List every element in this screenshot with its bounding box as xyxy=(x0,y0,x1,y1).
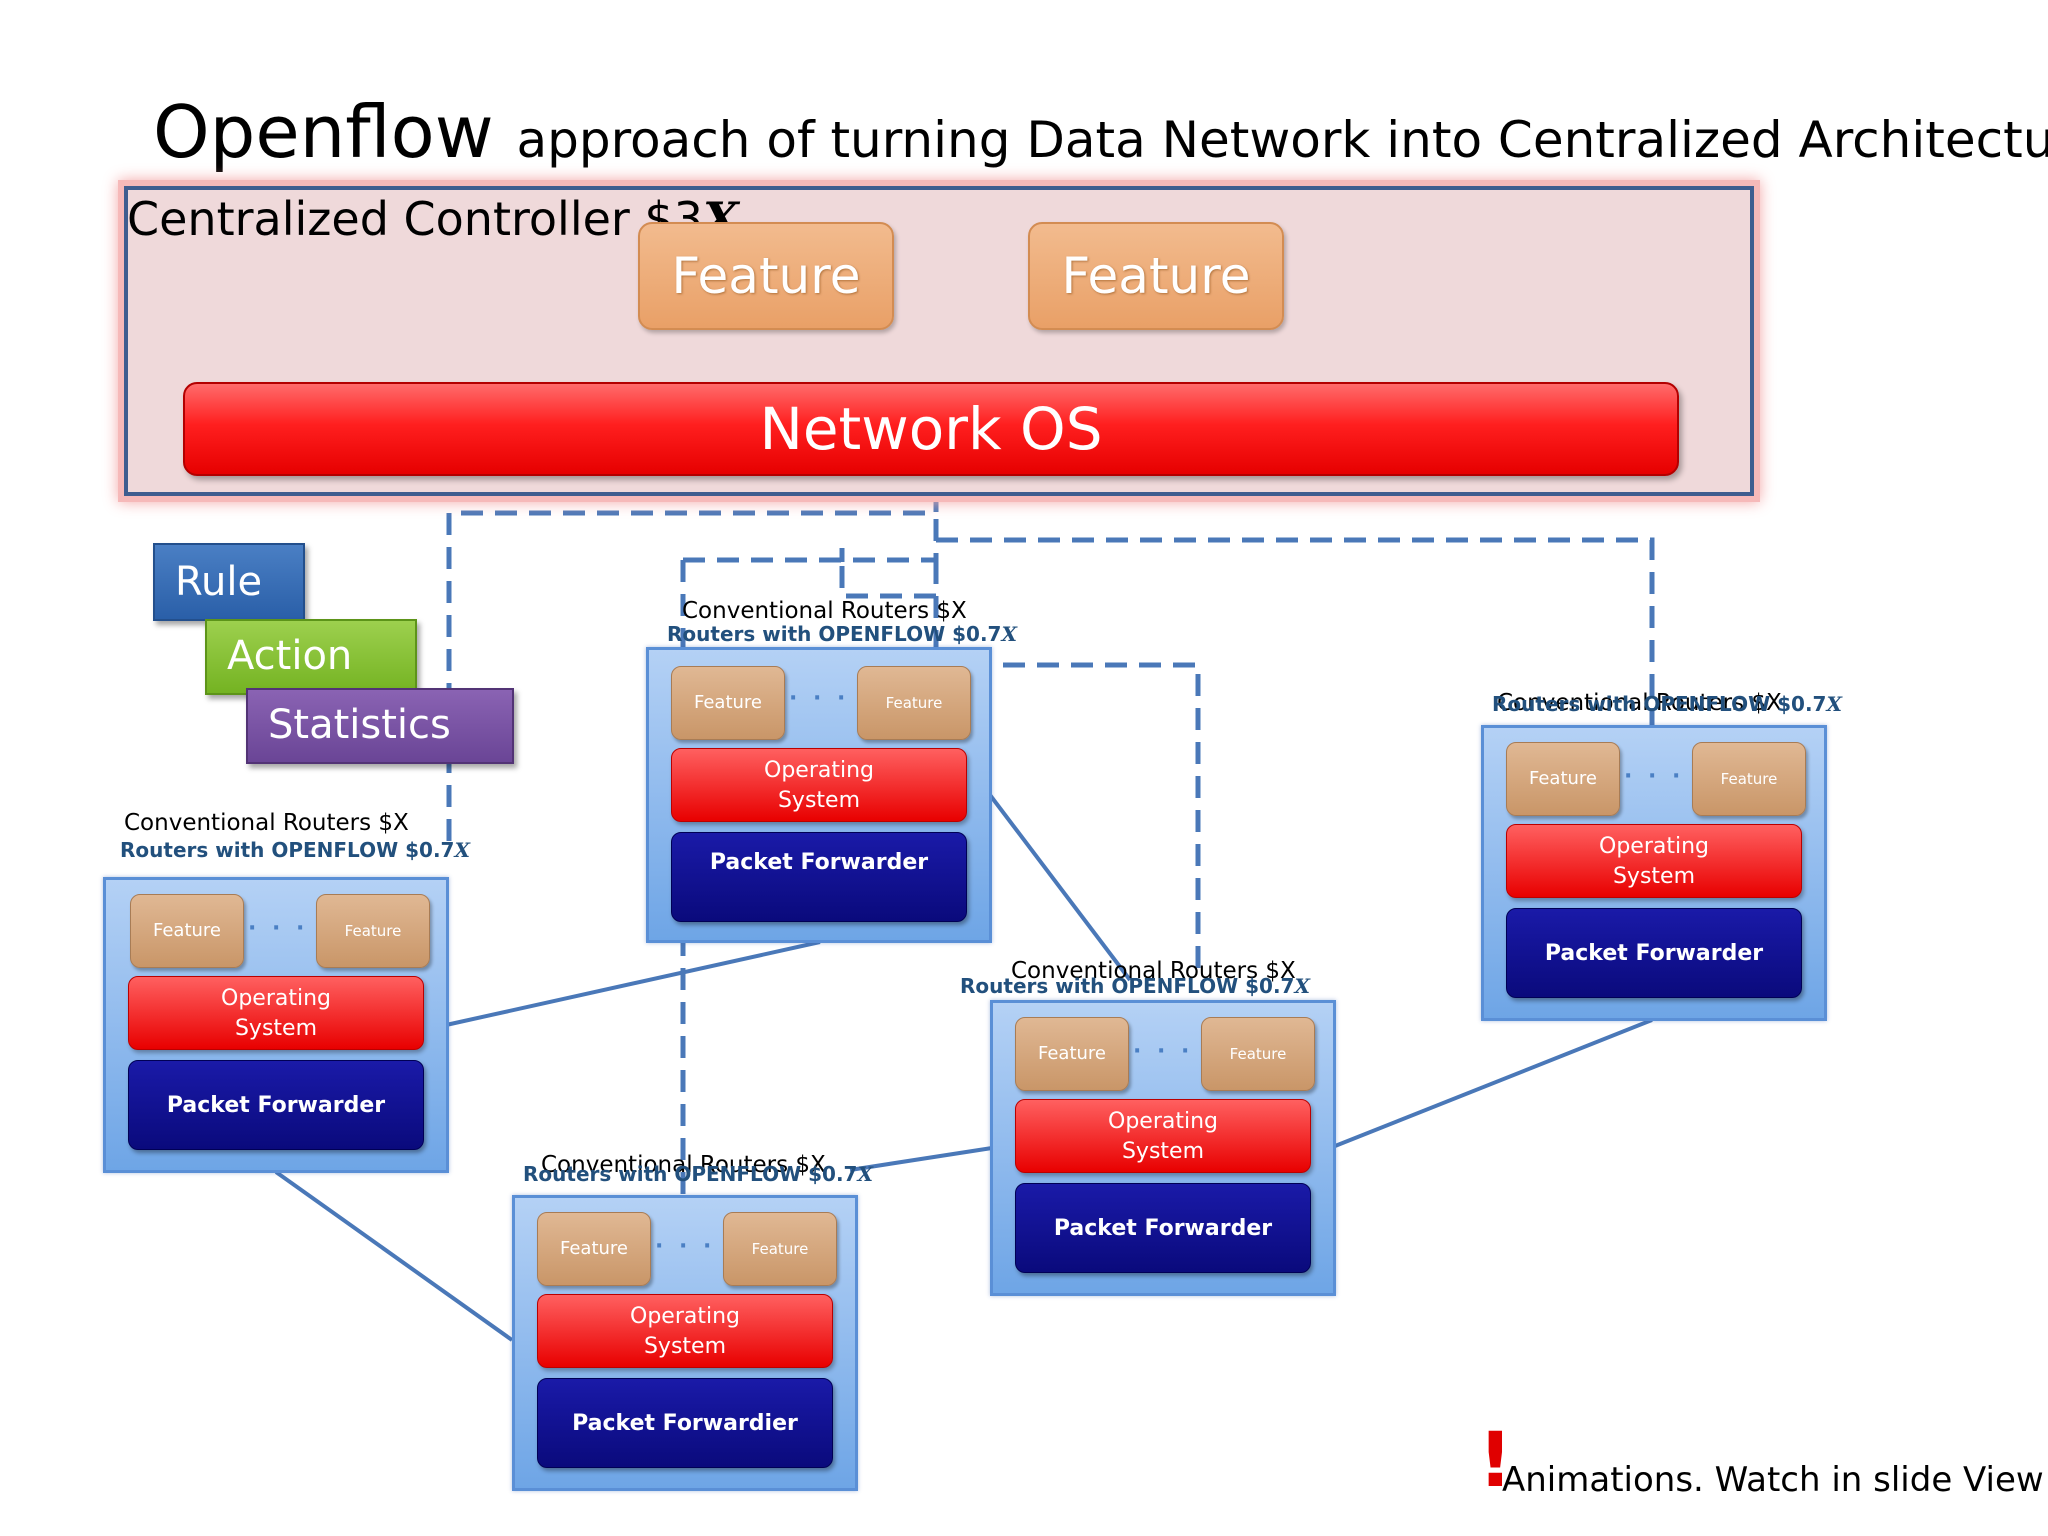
r3-conventional-label: Conventional Routers $X xyxy=(1011,958,1296,984)
link-r1-r4 xyxy=(274,1170,514,1342)
r2-conventional-label: Conventional Routers $X xyxy=(682,598,967,624)
r5-feature-left: Feature xyxy=(1506,742,1620,816)
r2-dots: · · · xyxy=(789,686,850,711)
dashed-ctrl-r3 xyxy=(933,562,1201,975)
r2-openflow-label: Routers with OPENFLOW $0.7X xyxy=(667,622,1017,646)
r5-packet-forwarder: Packet Forwarder xyxy=(1506,908,1802,998)
r1-openflow-label: Routers with OPENFLOW $0.7X xyxy=(120,838,470,862)
controller-feature-right: Feature xyxy=(1028,222,1284,330)
dashed-ctrl-r2 xyxy=(839,548,936,599)
r3-dots: · · · xyxy=(1133,1039,1194,1064)
network-os-bar: Network OS xyxy=(183,382,1679,476)
r1-conventional-label: Conventional Routers $X xyxy=(124,810,409,836)
link-r3-r5 xyxy=(1329,1018,1653,1150)
cross-mark-icon: X xyxy=(454,838,470,862)
r4-packet-forwarder: Packet Forwardier xyxy=(537,1378,833,1468)
r5-feature-right: Feature xyxy=(1692,742,1806,816)
slide-title: Openflow approach of turning Data Networ… xyxy=(153,92,2048,180)
r4-feature-left: Feature xyxy=(537,1212,651,1286)
title-rest: approach of turning Data Network into Ce… xyxy=(516,111,2048,169)
rule-tag: Rule xyxy=(153,543,305,621)
r3-packet-forwarder: Packet Forwarder xyxy=(1015,1183,1311,1273)
r4-feature-right: Feature xyxy=(723,1212,837,1286)
r3-feature-right: Feature xyxy=(1201,1017,1315,1091)
animation-note: Animations. Watch in slide View xyxy=(1502,1460,2044,1500)
r2-feature-right: Feature xyxy=(857,666,971,740)
cross-mark-icon: X xyxy=(857,1162,873,1186)
title-main: Openflow xyxy=(153,90,494,174)
r1-feature-left: Feature xyxy=(130,894,244,968)
dashed-ctrl-r4 xyxy=(683,490,939,563)
r3-feature-left: Feature xyxy=(1015,1017,1129,1091)
r5-dots: · · · xyxy=(1624,764,1685,789)
r1-dots: · · · xyxy=(248,916,309,941)
r1-packet-forwarder: Packet Forwarder xyxy=(128,1060,424,1150)
controller-label: Centralized Controller $3X xyxy=(127,192,739,246)
r3-openflow-label: Routers with OPENFLOW $0.7X xyxy=(960,974,1310,998)
r5-conventional-label: Conventional Routers $X xyxy=(1497,690,1782,716)
dashed-ctrl-r5 xyxy=(936,537,1655,725)
r4-openflow-label: Routers with OPENFLOW $0.7X xyxy=(523,1162,873,1186)
cross-mark-icon: X xyxy=(1826,692,1842,716)
exclamation-icon: ! xyxy=(1478,1415,1513,1504)
r2-packet-forwarder: Packet Forwarder xyxy=(671,832,967,922)
cross-mark-icon: X xyxy=(1294,974,1310,998)
action-tag: Action xyxy=(205,619,417,695)
link-r2-r3 xyxy=(988,793,1132,982)
link-r4-r3 xyxy=(849,1146,993,1172)
controller-feature-left: Feature xyxy=(638,222,894,330)
link-r1-r2 xyxy=(445,940,821,1027)
r4-conventional-label: Conventional Routers $X xyxy=(541,1152,826,1178)
cross-mark-icon: X xyxy=(1001,622,1017,646)
r2-feature-left: Feature xyxy=(671,666,785,740)
r1-feature-right: Feature xyxy=(316,894,430,968)
r5-openflow-label: Routers with OPENFLOW $0.7X xyxy=(1492,692,1842,716)
r4-dots: · · · xyxy=(655,1234,716,1259)
statistics-tag: Statistics xyxy=(246,688,514,764)
